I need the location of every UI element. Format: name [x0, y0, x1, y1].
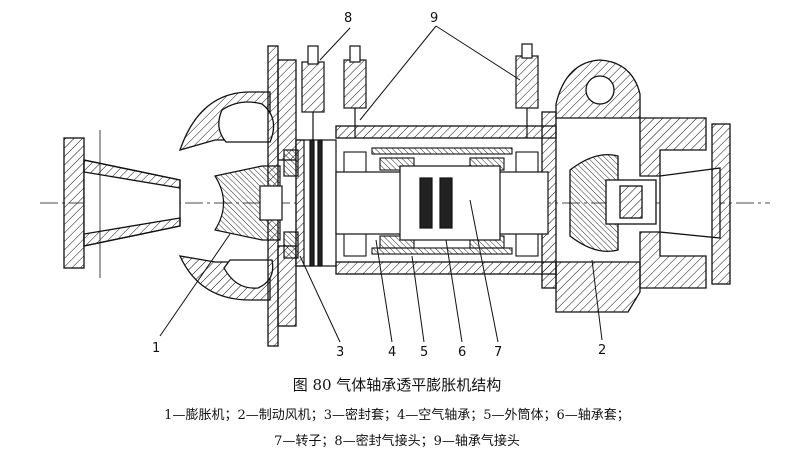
- expander-wheel: [214, 165, 283, 241]
- rotor: [335, 165, 549, 241]
- bearing-gas-connector-right: [515, 43, 539, 138]
- legend-line-2: 7—转子；8—密封气接头；9—轴承气接头: [274, 434, 520, 449]
- callout-3: 3: [336, 345, 344, 360]
- expander-inlet: [63, 130, 181, 278]
- callout-9: 9: [430, 11, 438, 26]
- outer-cylinder: [335, 111, 557, 289]
- bearing-gas-connector-left: [343, 45, 367, 138]
- callout-8: 8: [344, 11, 352, 26]
- brake-fan: [555, 59, 657, 313]
- callout-5: 5: [420, 345, 428, 360]
- legend-line-1: 1—膨胀机；2—制动风机；3—密封套；4—空气轴承；5—外筒体；6—轴承套；: [164, 408, 630, 423]
- brake-fan-outlet: [639, 117, 731, 289]
- callout-2: 2: [598, 343, 606, 358]
- turbo-expander-drawing: 1 3 4 5 6 7 2 8 9: [40, 11, 770, 360]
- seal-gas-connector: [301, 45, 325, 140]
- callout-4: 4: [388, 345, 396, 360]
- callout-6: 6: [458, 345, 466, 360]
- figure-title: 图 80 气体轴承透平膨胀机结构: [292, 376, 502, 394]
- seal-sleeve: [283, 139, 337, 267]
- callout-1: 1: [152, 341, 160, 356]
- leader-lines: [159, 25, 603, 343]
- callout-7: 7: [494, 345, 502, 360]
